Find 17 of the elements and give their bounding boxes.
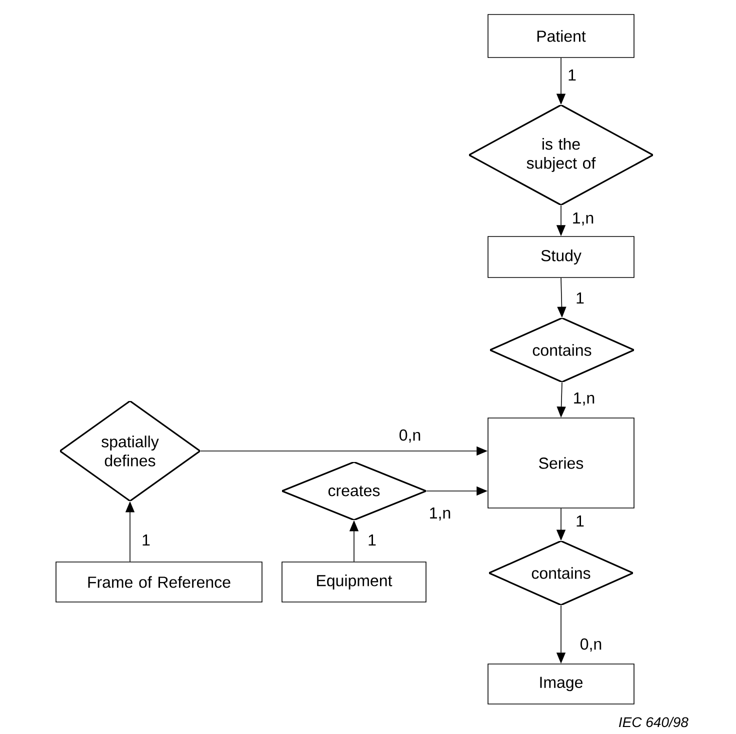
edge-label: 1: [140, 534, 152, 547]
edge-label: 1,n: [572, 391, 596, 407]
edge-label: 0,n: [578, 637, 604, 653]
entity-box: Study: [488, 236, 634, 278]
edge-label: 1: [574, 514, 586, 528]
figure-number: IEC 640/98: [618, 716, 688, 728]
entity-box: Frame of Reference: [56, 562, 262, 602]
edge-label: 1,n: [428, 506, 452, 522]
entity-box: Patient: [488, 14, 634, 58]
edge-label: 1: [566, 68, 578, 82]
edge-label: 1,n: [570, 211, 596, 227]
entity-box: Equipment: [282, 562, 426, 602]
entity-box: Image: [488, 664, 634, 704]
edge-label: 0,n: [398, 428, 422, 444]
entity-box: Series: [488, 418, 634, 508]
edge-label: 1: [366, 534, 378, 547]
edge-label: 1: [574, 292, 586, 304]
